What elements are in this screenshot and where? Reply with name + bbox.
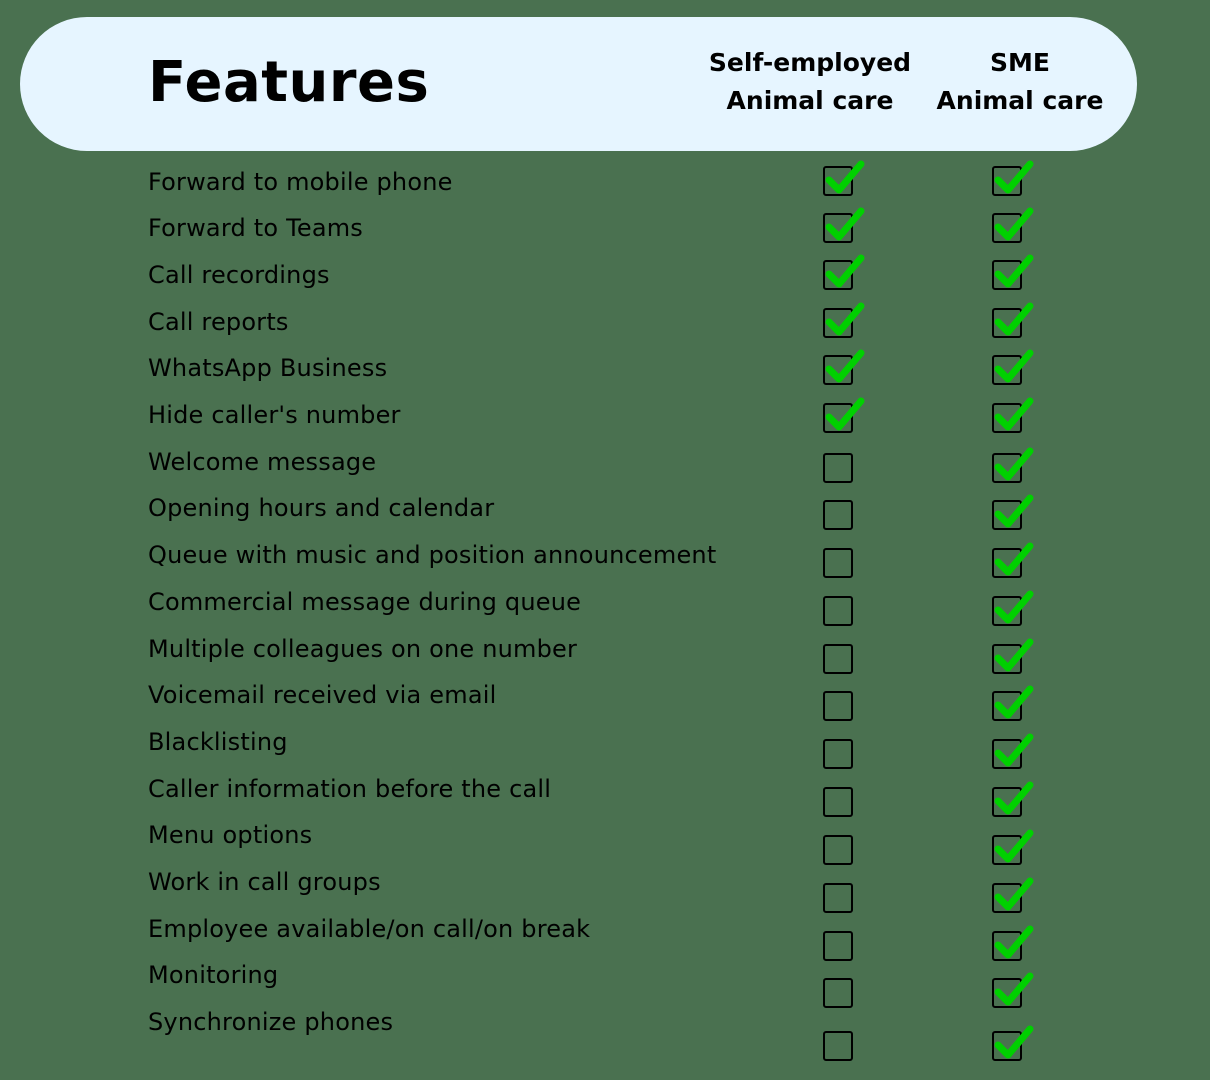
check-icon [825,302,865,336]
feature-label: Blacklisting [148,728,288,756]
feature-label: Multiple colleagues on one number [148,635,578,663]
feature-label: Voicemail received via email [148,681,497,709]
check-icon [994,494,1034,528]
checkbox-sme[interactable] [992,685,1034,721]
feature-label: WhatsApp Business [148,354,388,382]
checkbox-self-employed[interactable] [823,349,865,385]
column-header-line: Animal care [726,86,894,115]
feature-label: Forward to Teams [148,214,364,242]
column-header-line: Animal care [936,86,1104,115]
checkbox-sme[interactable] [992,1025,1034,1061]
check-icon [825,349,865,383]
checkbox-sme[interactable] [992,638,1034,674]
column-header-line: Self-employed [708,48,912,77]
checkbox-sme[interactable] [992,877,1034,913]
feature-label: Call recordings [148,261,330,289]
check-icon [825,207,865,241]
check-icon [994,349,1034,383]
check-icon [994,925,1034,959]
checkbox-sme[interactable] [992,590,1034,626]
checkbox-sme[interactable] [992,925,1034,961]
checkbox-sme[interactable] [992,972,1034,1008]
column-header-sme: SME Animal care [910,44,1130,120]
checkbox-self-employed[interactable] [823,160,865,196]
feature-label: Commercial message during queue [148,588,582,616]
checkbox-self-employed[interactable] [823,500,853,530]
feature-label: Work in call groups [148,868,381,896]
checkbox-sme[interactable] [992,447,1034,483]
feature-label: Hide caller's number [148,401,401,429]
check-icon [825,397,865,431]
check-icon [994,302,1034,336]
feature-label: Forward to mobile phone [148,168,453,196]
check-icon [994,397,1034,431]
checkbox-sme[interactable] [992,494,1034,530]
check-icon [994,160,1034,194]
checkbox-sme[interactable] [992,829,1034,865]
feature-label: Call reports [148,308,289,336]
checkbox-self-employed[interactable] [823,691,853,721]
check-icon [994,829,1034,863]
column-header-line: SME [990,48,1050,77]
features-header-bar [20,17,1137,151]
check-icon [994,638,1034,672]
checkbox-sme[interactable] [992,733,1034,769]
feature-label: Employee available/on call/on break [148,915,591,943]
check-icon [994,877,1034,911]
checkbox-self-employed[interactable] [823,1031,853,1061]
checkbox-self-employed[interactable] [823,207,865,243]
check-icon [994,733,1034,767]
check-icon [994,1025,1034,1059]
checkbox-self-employed[interactable] [823,931,853,961]
checkbox-self-employed[interactable] [823,302,865,338]
feature-label: Welcome message [148,448,377,476]
checkbox-self-employed[interactable] [823,787,853,817]
checkbox-sme[interactable] [992,254,1034,290]
checkbox-self-employed[interactable] [823,644,853,674]
check-icon [994,781,1034,815]
checkbox-sme[interactable] [992,397,1034,433]
checkbox-sme[interactable] [992,542,1034,578]
page-title: Features [148,50,430,115]
checkbox-self-employed[interactable] [823,596,853,626]
check-icon [825,160,865,194]
checkbox-self-employed[interactable] [823,254,865,290]
column-header-self-employed: Self-employed Animal care [690,44,930,120]
check-icon [994,254,1034,288]
checkbox-self-employed[interactable] [823,883,853,913]
checkbox-sme[interactable] [992,781,1034,817]
feature-label: Menu options [148,821,313,849]
checkbox-self-employed[interactable] [823,453,853,483]
feature-label: Queue with music and position announceme… [148,541,717,569]
checkbox-sme[interactable] [992,302,1034,338]
feature-label: Caller information before the call [148,775,552,803]
check-icon [994,685,1034,719]
checkbox-self-employed[interactable] [823,397,865,433]
check-icon [994,447,1034,481]
check-icon [994,972,1034,1006]
checkbox-self-employed[interactable] [823,835,853,865]
checkbox-sme[interactable] [992,160,1034,196]
check-icon [994,542,1034,576]
check-icon [825,254,865,288]
checkbox-self-employed[interactable] [823,548,853,578]
check-icon [994,590,1034,624]
feature-label: Opening hours and calendar [148,494,495,522]
feature-label: Synchronize phones [148,1008,394,1036]
checkbox-self-employed[interactable] [823,739,853,769]
checkbox-sme[interactable] [992,207,1034,243]
checkbox-self-employed[interactable] [823,978,853,1008]
checkbox-sme[interactable] [992,349,1034,385]
check-icon [994,207,1034,241]
feature-label: Monitoring [148,961,279,989]
